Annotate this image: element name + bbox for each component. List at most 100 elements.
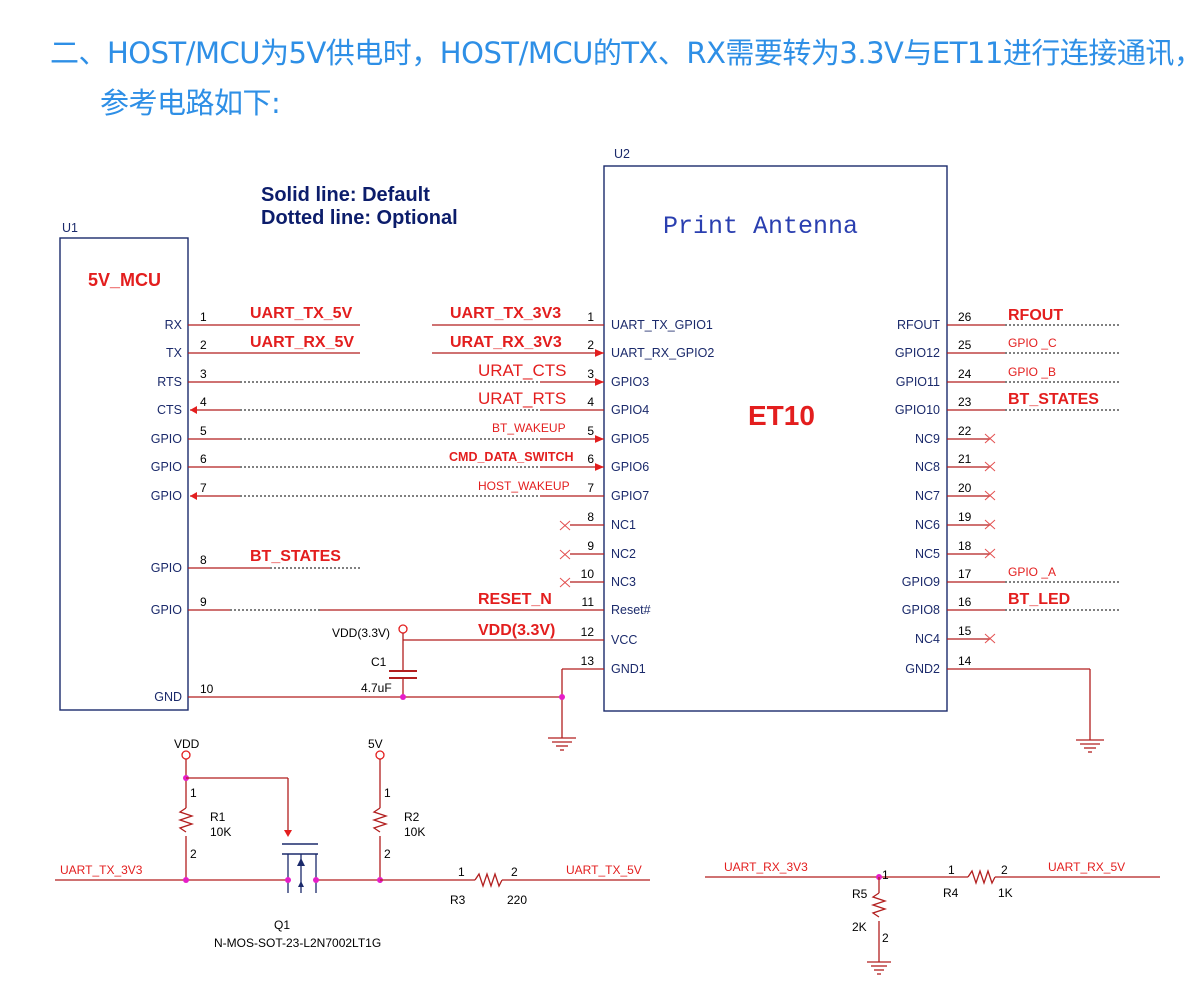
- u2-left-pin-num: 9: [587, 539, 594, 553]
- u1-pin-name: GPIO: [151, 561, 183, 575]
- u2-right-pin-name: RFOUT: [897, 318, 940, 332]
- u2-right-pin-name: NC8: [915, 460, 940, 474]
- u1-pin-name: GND: [154, 690, 182, 704]
- legend-dotted: Dotted line: Optional: [261, 207, 458, 229]
- u1-pin-name: GPIO: [151, 489, 183, 503]
- u2-left-pin-name: GPIO4: [611, 403, 649, 417]
- u2-right-pins: RFOUT26GPIO1225GPIO1124GPIO1023NC922NC82…: [895, 310, 972, 676]
- r5-pin1: 1: [882, 868, 889, 882]
- net-bt-states-right: BT_STATES: [1008, 391, 1099, 408]
- u1-pin-name: GPIO: [151, 432, 183, 446]
- cap-ref: C1: [371, 655, 387, 669]
- u2-right-pin-name: GPIO9: [902, 575, 940, 589]
- u2-left-pin-name: GND1: [611, 662, 646, 676]
- u1-box: [59, 237, 189, 711]
- legend-solid: Solid line: Default: [261, 184, 430, 206]
- r1-pin1: 1: [190, 786, 197, 800]
- heading-line-1: 二、HOST/MCU为5V供电时，HOST/MCU的TX、RX需要转为3.3V与…: [50, 36, 1200, 70]
- u2-left-pin-name: NC2: [611, 547, 636, 561]
- net-vdd-3v3: VDD(3.3V): [478, 622, 555, 639]
- u2-left-pin-name: NC3: [611, 575, 636, 589]
- r3-pin1: 1: [458, 865, 465, 879]
- u1-pin-num: 3: [200, 367, 207, 381]
- net-urat-cts: URAT_CTS: [478, 361, 566, 380]
- nc-marks-left: [559, 520, 604, 588]
- u2-left-pin-name: NC1: [611, 518, 636, 532]
- u2-right-pin-name: GND2: [905, 662, 940, 676]
- net-urat-rx-3v3: URAT_RX_3V3: [450, 334, 562, 351]
- net-uart-tx-3v3: UART_TX_3V3: [450, 305, 561, 322]
- u2-left-pin-name: VCC: [611, 633, 637, 647]
- u2-right-pin-name: GPIO10: [895, 403, 940, 417]
- u2-left-pin-num: 8: [587, 510, 594, 524]
- u2-left-pin-name: Reset#: [611, 603, 651, 617]
- r2-pin2: 2: [384, 847, 391, 861]
- u2-name: ET10: [748, 400, 815, 431]
- r5-pin2: 2: [882, 931, 889, 945]
- vcc-wiring: [389, 633, 604, 697]
- vdd-power-symbol: [398, 624, 408, 634]
- nc-marks-right: [947, 433, 996, 644]
- u2-left-pin-name: GPIO5: [611, 432, 649, 446]
- net-cmd-data-switch: CMD_DATA_SWITCH: [449, 450, 574, 464]
- u2-left-pin-name: GPIO6: [611, 460, 649, 474]
- net-bt-states: BT_STATES: [250, 548, 341, 565]
- u2-right-pin-num: 16: [958, 595, 972, 609]
- q1-part: N-MOS-SOT-23-L2N7002LT1G: [214, 936, 381, 950]
- u2-box: [603, 165, 948, 712]
- u1-pin-num: 7: [200, 481, 207, 495]
- u1-pin-num: 2: [200, 338, 207, 352]
- r5-ref: R5: [852, 887, 868, 901]
- u2-left-pin-name: UART_TX_GPIO1: [611, 318, 713, 332]
- rx-shifter-wiring: [705, 868, 1160, 975]
- cap-value: 4.7uF: [361, 681, 392, 695]
- u2-right-pin-name: GPIO8: [902, 603, 940, 617]
- u1-pin-name: GPIO: [151, 603, 183, 617]
- u2-right-pin-num: 26: [958, 310, 972, 324]
- net-reset-n: RESET_N: [478, 591, 552, 608]
- u1-pin-name: GPIO: [151, 460, 183, 474]
- net-urat-rts: URAT_RTS: [478, 389, 566, 408]
- u2-left-pin-num: 7: [587, 481, 594, 495]
- u2-right-pin-num: 17: [958, 567, 972, 581]
- u1-pin-num: 5: [200, 424, 207, 438]
- u2-left-pin-num: 5: [587, 424, 594, 438]
- u2-left-pin-num: 11: [582, 595, 595, 609]
- r1-value: 10K: [210, 825, 231, 839]
- tx-shifter-wiring: [55, 750, 650, 893]
- net-gpio-c: GPIO _C: [1008, 336, 1057, 350]
- u2-right-pin-num: 22: [958, 424, 972, 438]
- u2-left-pin-num: 3: [587, 367, 594, 381]
- u2-right-pin-name: NC9: [915, 432, 940, 446]
- u2-right-pin-num: 15: [958, 624, 972, 638]
- u2-right-pin-num: 19: [958, 510, 972, 524]
- 5v-label: 5V: [368, 737, 383, 751]
- tx-out-net: UART_TX_5V: [566, 863, 642, 877]
- u2-left-pin-name: GPIO7: [611, 489, 649, 503]
- u2-left-pin-name: GPIO3: [611, 375, 649, 389]
- rx-out-net: UART_RX_5V: [1048, 860, 1125, 874]
- r2-ref: R2: [404, 810, 420, 824]
- u2-right-pin-name: GPIO11: [896, 375, 940, 389]
- u2-right-pin-num: 25: [958, 338, 972, 352]
- u1-pin-num: 8: [200, 553, 207, 567]
- net-bt-wakeup: BT_WAKEUP: [492, 421, 566, 435]
- u2-right-pin-num: 18: [958, 539, 972, 553]
- u2-right-pin-name: NC6: [915, 518, 940, 532]
- u1-pin-num: 9: [200, 595, 207, 609]
- net-bt-led: BT_LED: [1008, 591, 1070, 608]
- u2-right-pin-name: NC4: [915, 632, 940, 646]
- q1-ref: Q1: [274, 918, 290, 932]
- u1-pin-num: 10: [200, 682, 214, 696]
- tx-in-net: UART_TX_3V3: [60, 863, 143, 877]
- heading-line-2: 参考电路如下:: [100, 86, 281, 120]
- r2-value: 10K: [404, 825, 425, 839]
- net-uart-tx-5v: UART_TX_5V: [250, 305, 353, 322]
- u2-right-pin-name: GPIO12: [895, 346, 940, 360]
- rx-in-net: UART_RX_3V3: [724, 860, 808, 874]
- gnd-wiring: [188, 668, 1104, 753]
- u1-pin-name: CTS: [157, 403, 182, 417]
- net-uart-rx-5v: UART_RX_5V: [250, 334, 354, 351]
- net-host-wakeup: HOST_WAKEUP: [478, 479, 570, 493]
- r3-value: 220: [507, 893, 527, 907]
